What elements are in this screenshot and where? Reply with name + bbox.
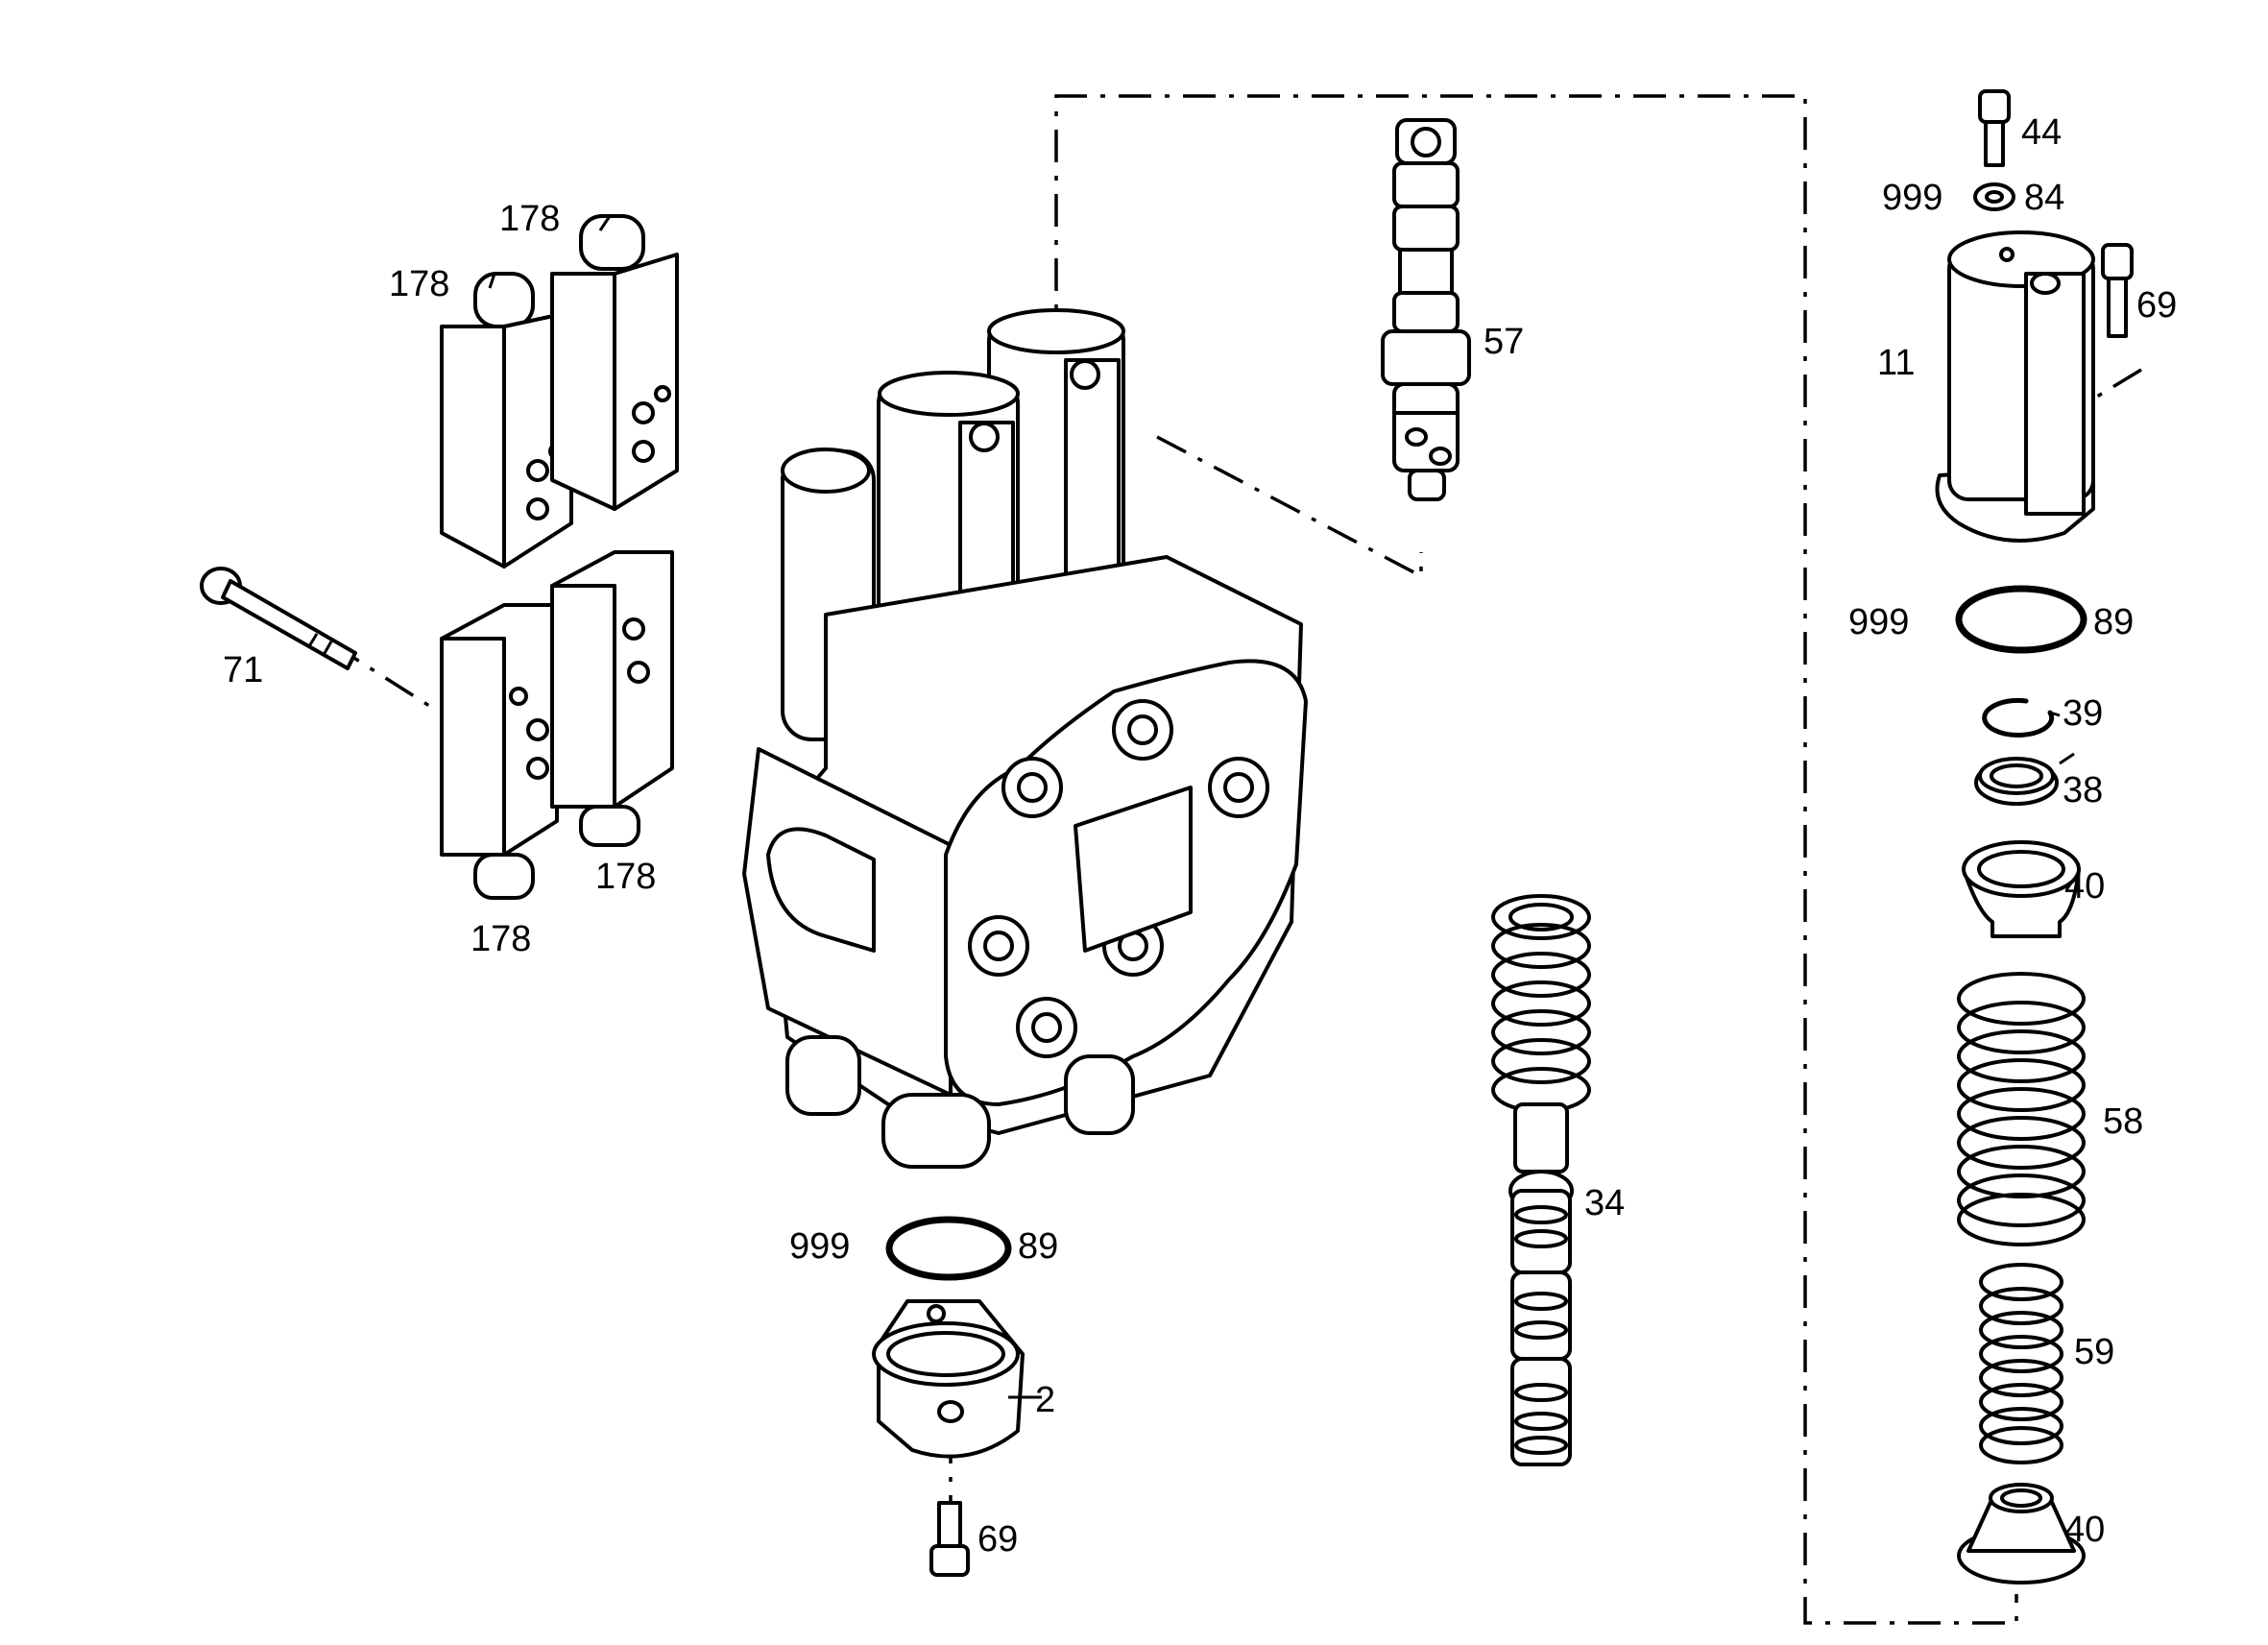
label-39: 39 xyxy=(2063,693,2103,734)
part-labels: 44 999 84 69 11 57 178 178 71 178 178 99… xyxy=(223,112,2177,1560)
label-178-c: 178 xyxy=(595,857,656,897)
ring-38 xyxy=(1974,757,2059,806)
cap-2 xyxy=(872,1299,1025,1459)
spring-59 xyxy=(1979,1263,2063,1464)
cover-11 xyxy=(1935,230,2095,543)
label-2: 2 xyxy=(1035,1380,1055,1420)
label-89-bottom: 89 xyxy=(1018,1226,1058,1267)
label-89-right: 89 xyxy=(2093,602,2134,642)
screw-44 xyxy=(1978,89,2011,167)
washer-84 xyxy=(1973,182,2015,211)
label-84-prefix: 999 xyxy=(1882,178,1942,218)
label-11: 11 xyxy=(1877,343,1915,383)
o-ring-89-right xyxy=(1955,585,2087,654)
solenoid-block-top-right xyxy=(550,214,679,511)
label-89-bottom-prefix: 999 xyxy=(789,1226,850,1267)
label-44: 44 xyxy=(2021,112,2062,153)
spool-34 xyxy=(1491,894,1591,1466)
label-84: 84 xyxy=(2024,178,2064,218)
label-58: 58 xyxy=(2103,1101,2143,1142)
label-40-top: 40 xyxy=(2064,866,2105,907)
label-69-top: 69 xyxy=(2136,285,2177,326)
label-38: 38 xyxy=(2063,770,2103,810)
solenoid-block-bottom-right xyxy=(550,550,674,847)
o-ring-89-bottom xyxy=(885,1216,1012,1281)
spring-seat-40-bottom xyxy=(1957,1483,2086,1585)
screw-69-top xyxy=(2101,243,2134,338)
label-69-bottom: 69 xyxy=(977,1519,1018,1560)
label-89-right-prefix: 999 xyxy=(1848,602,1909,642)
label-59: 59 xyxy=(2074,1332,2114,1372)
label-34: 34 xyxy=(1584,1183,1625,1223)
label-71: 71 xyxy=(223,650,263,690)
screw-69-bottom xyxy=(929,1501,970,1577)
label-40-bottom: 40 xyxy=(2064,1510,2105,1550)
snap-ring-39 xyxy=(1982,697,2055,738)
solenoid-block-bottom-left xyxy=(440,603,559,900)
label-57: 57 xyxy=(1484,322,1524,362)
leader-lines xyxy=(488,215,2075,1399)
bolt-71 xyxy=(200,567,357,670)
relief-valve-57 xyxy=(1381,118,1471,501)
label-178-d: 178 xyxy=(470,919,531,959)
label-178-a: 178 xyxy=(499,199,560,239)
spring-58 xyxy=(1957,972,2086,1246)
spring-seat-40-top xyxy=(1962,840,2081,938)
label-178-b: 178 xyxy=(389,264,449,304)
valve-body xyxy=(742,308,1308,1169)
